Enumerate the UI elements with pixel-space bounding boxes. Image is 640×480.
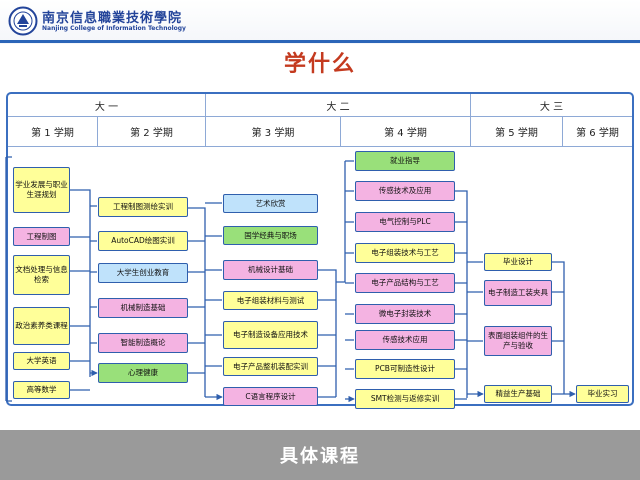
course-box: 电子制造设备应用技术 <box>223 321 318 349</box>
course-box: 电子组装材料与测试 <box>223 291 318 310</box>
page-title: 学什么 <box>283 52 356 77</box>
course-box: 工程制图测绘实训 <box>98 197 188 217</box>
semester-header: 第 5 学期 <box>495 128 538 139</box>
course-box: 机械制造基础 <box>98 298 188 318</box>
table-line <box>562 117 563 146</box>
school-name-english: Nanjing College of Information Technolog… <box>42 25 186 32</box>
course-box: 工程制图 <box>13 227 70 246</box>
connector <box>205 202 222 397</box>
curriculum-frame <box>6 92 634 406</box>
connector <box>455 190 468 400</box>
course-box: 微电子封装技术 <box>355 304 455 324</box>
table-line <box>470 94 471 146</box>
course-box: 学业发展与职业生涯规划 <box>13 167 70 213</box>
course-box: 文档处理与信息检索 <box>13 255 70 295</box>
table-line <box>205 94 206 146</box>
course-box: 精益生产基础 <box>484 385 552 403</box>
course-box: 电气控制与PLC <box>355 212 455 232</box>
course-box: 国学经典与职场 <box>223 226 318 245</box>
connector <box>336 160 354 399</box>
course-box: 心理健康 <box>98 363 188 383</box>
course-box: 传感技术及应用 <box>355 181 455 201</box>
school-logo-icon <box>8 6 38 36</box>
course-box: C语言程序设计 <box>223 387 318 406</box>
bracket-line <box>5 156 12 402</box>
connector <box>318 269 337 398</box>
course-box: 大学生创业教育 <box>98 263 188 283</box>
school-name: 南京信息職業技術學院 <box>42 11 183 26</box>
connector <box>90 205 97 373</box>
course-box: 毕业设计 <box>484 253 552 271</box>
course-box: PCB可制造性设计 <box>355 359 455 379</box>
semester-header: 第 2 学期 <box>130 128 173 139</box>
course-box: 机械设计基础 <box>223 260 318 280</box>
connector <box>467 261 483 394</box>
connector <box>188 207 206 397</box>
course-box: 智能制造概论 <box>98 333 188 353</box>
course-box: 电子制造工装夹具 <box>484 280 552 306</box>
course-box: 政治素养类课程 <box>13 307 70 345</box>
header-divider <box>0 40 640 43</box>
course-box: 大学英语 <box>13 352 70 370</box>
header: 南京信息職業技術學院 Nanjing College of Informatio… <box>0 0 640 44</box>
table-line <box>8 116 632 117</box>
course-box: 艺术欣赏 <box>223 194 318 213</box>
semester-header: 第 1 学期 <box>31 128 74 139</box>
course-box: 高等数学 <box>13 381 70 399</box>
year-header: 大 一 <box>94 101 119 113</box>
course-box: SMT检测与返修实训 <box>355 389 455 409</box>
course-box: 电子组装技术与工艺 <box>355 243 455 263</box>
connector <box>552 261 575 394</box>
year-header: 大 二 <box>326 101 350 113</box>
course-box: 传感技术应用 <box>355 330 455 350</box>
footer-banner: 具体课程 <box>0 430 640 480</box>
course-box: 电子产品结构与工艺 <box>355 273 455 293</box>
course-box: 毕业实习 <box>576 385 629 403</box>
course-box: 表面组装组件的生产与验收 <box>484 326 552 356</box>
table-line <box>8 146 632 147</box>
semester-header: 第 6 学期 <box>576 128 619 139</box>
year-header: 大 三 <box>539 101 564 113</box>
semester-header: 第 3 学期 <box>251 128 295 139</box>
course-box: 就业指导 <box>355 151 455 171</box>
course-box: AutoCAD绘图实训 <box>98 231 188 251</box>
course-box: 电子产品整机装配实训 <box>223 357 318 376</box>
table-line <box>97 117 98 146</box>
connector <box>70 189 91 391</box>
table-line <box>340 117 341 146</box>
semester-header: 第 4 学期 <box>384 128 427 139</box>
